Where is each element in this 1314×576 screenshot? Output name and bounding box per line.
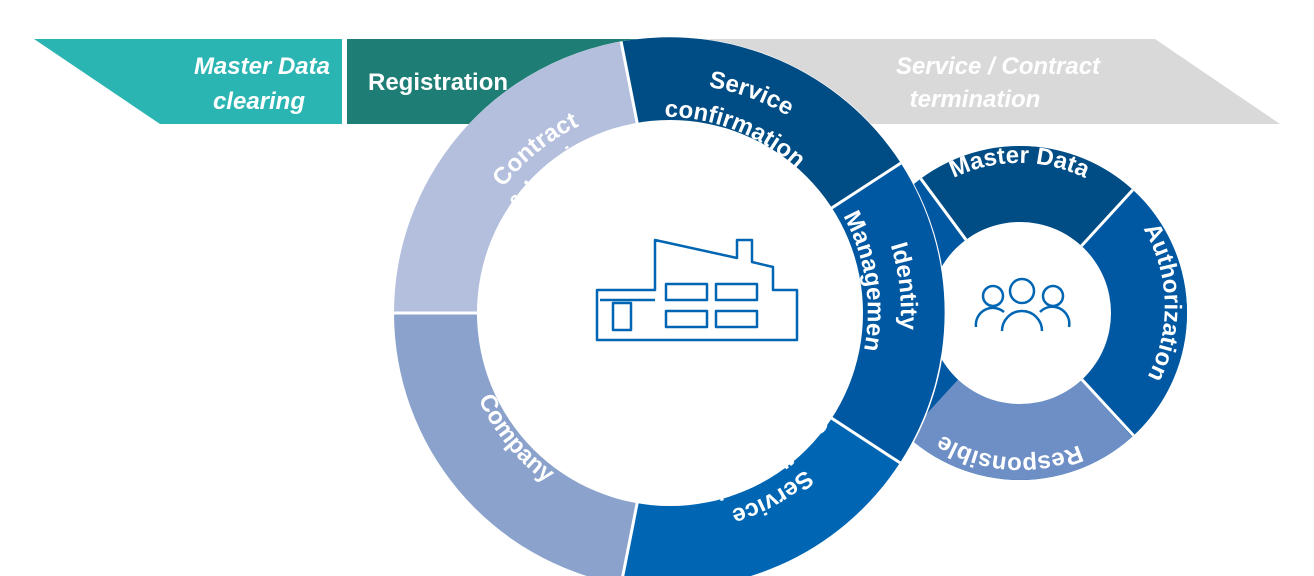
- banner-termination-line2: termination: [910, 86, 1041, 113]
- banner-clearing-shape: [34, 39, 342, 124]
- segment-company-master-data: [394, 313, 638, 576]
- small-ring-dividers: [919, 177, 1135, 437]
- small-ring: Master Data Authorization Responsible: [853, 142, 1187, 480]
- small-segment-authorization: [1081, 190, 1187, 436]
- banner-clearing-line1: Master Data: [194, 53, 330, 80]
- segment-service-confirmation: [621, 37, 901, 209]
- banner-termination-line1: Service / Contract: [896, 53, 1101, 80]
- segment-identity-management: [831, 163, 945, 463]
- banner-clearing-line2: clearing: [213, 88, 305, 115]
- small-ring-hole: [929, 222, 1111, 404]
- people-icon: [974, 277, 1071, 332]
- main-ring-dividers: [394, 41, 902, 576]
- banner-registration-label: Registration: [368, 69, 508, 96]
- main-ring-hole: [477, 120, 863, 506]
- small-segment-responsible: [906, 379, 1132, 480]
- segment-contract-invoice: [394, 41, 638, 313]
- banner-master-data-clearing: Master Data clearing: [34, 39, 342, 124]
- segment-service-configuration: [622, 417, 900, 576]
- factory-icon: [595, 238, 799, 342]
- small-segment-master-data: [920, 146, 1133, 246]
